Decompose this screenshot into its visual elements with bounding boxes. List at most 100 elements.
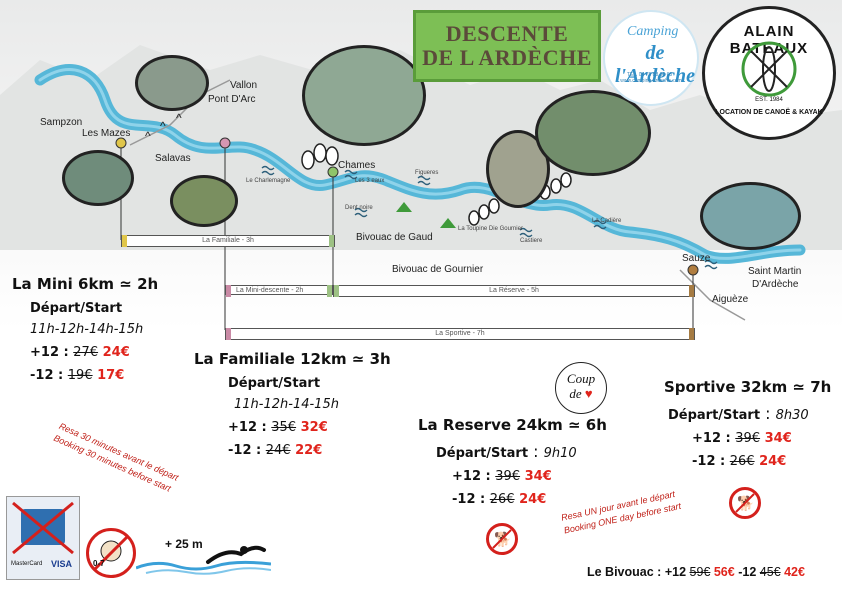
start-point-les-mazes	[115, 137, 127, 149]
reserve-child-label: -12	[452, 492, 476, 507]
photo-saint-martin	[700, 182, 801, 250]
mini-child-price: -12 : 19€ 17€	[30, 368, 125, 383]
river-highlight	[38, 68, 802, 260]
brand-est: EST. 1984	[755, 97, 783, 103]
bivouac-child-label: -12	[738, 565, 757, 579]
reserve-title: La Reserve 24km ≃ 6h	[418, 416, 607, 434]
familiale-child-new: 22€	[295, 443, 323, 458]
sportive-child-label: -12	[692, 454, 716, 469]
kayak-icon	[741, 41, 797, 97]
mini-title: La Mini 6km ≃ 2h	[12, 275, 159, 293]
card-brand1: MasterCard	[11, 561, 43, 567]
route-bar-sportive-label: La Sportive - 7h	[435, 330, 485, 337]
flow-arrows: ^^^	[145, 111, 182, 143]
photo-cathedrale	[486, 130, 550, 208]
place-toupine: La Toupine Die Gournier	[458, 226, 523, 232]
sportive-adult-price: +12 : 39€ 34€	[692, 431, 792, 446]
photo-gorges	[535, 90, 651, 176]
photo-les-mazes	[62, 150, 134, 206]
sportive-adult-old: 39€	[735, 431, 761, 446]
route-bar-familiale: La Familiale - 3h	[121, 235, 335, 247]
photo-salavas	[170, 175, 238, 227]
sportive-child-price: -12 : 26€ 24€	[692, 454, 787, 469]
sportive-child-new: 24€	[759, 454, 787, 469]
route-bar-reserve: La Réserve - 5h	[333, 285, 695, 297]
start-point-vallon	[219, 137, 231, 149]
familiale-adult-price: +12 : 35€ 32€	[228, 420, 328, 435]
title-line1: DESCENTE	[445, 21, 569, 46]
photo-vallon	[135, 55, 209, 111]
place-bivouac-gaud: Bivouac de Gaud	[356, 232, 433, 243]
camping-logo: Camping de l'Ardèche TEL. 04 75 88 06 63…	[603, 10, 699, 106]
reserve-time: 9h10	[543, 446, 577, 461]
road	[129, 79, 231, 146]
place-salavas: Salavas	[155, 153, 191, 164]
mini-times: 11h-12h-14h-15h	[30, 322, 144, 337]
title-banner: DESCENTE DE L ARDÈCHE	[413, 10, 601, 82]
sportive-time: 8h30	[775, 408, 809, 423]
svg-text:^: ^	[176, 111, 182, 125]
sportive-start-row: Départ/Start : 8h30	[668, 404, 809, 423]
route-bar-reserve-label: La Réserve - 5h	[489, 287, 539, 294]
bivouac-adult-old: 59€	[689, 565, 711, 579]
reserve-start-row: Départ/Start : 9h10	[436, 442, 577, 461]
place-dardeche: D'Ardèche	[752, 279, 799, 290]
age-limit: 0-7	[93, 559, 105, 568]
road	[679, 269, 746, 321]
offer-sportive: Sportive 32km ≃ 7h Départ/Start : 8h30 +…	[664, 378, 839, 469]
sportive-adult-label: +12	[692, 431, 721, 446]
mini-adult-new: 24€	[102, 345, 130, 360]
no-dog-icon: 🐕	[486, 523, 518, 555]
brand-tagline: LOCATION DE CANOË & KAYAK	[715, 109, 823, 116]
bivouac-child-new: 42€	[784, 565, 805, 579]
place-les-mazes: Les Mazes	[82, 128, 131, 139]
place-pont-darc: Pont D'Arc	[208, 94, 256, 105]
familiale-times: 11h-12h-14-15h	[234, 397, 339, 412]
camping-name: de l'Ardèche	[615, 42, 695, 87]
bivouac-label: Le Bivouac :	[587, 565, 662, 579]
familiale-adult-old: 35€	[271, 420, 297, 435]
bivouac-adult-label: +12	[664, 565, 687, 579]
offer-reserve: La Reserve 24km ≃ 6h Départ/Start : 9h10…	[418, 416, 618, 507]
sportive-adult-new: 34€	[764, 431, 792, 446]
familiale-child-price: -12 : 24€ 22€	[228, 443, 323, 458]
mini-child-label: -12	[30, 368, 54, 383]
place-trois-eaux: Les 3 eaux	[355, 178, 385, 184]
svg-text:^: ^	[145, 129, 151, 143]
reserve-adult-old: 39€	[495, 469, 521, 484]
camping-contact: TEL. 04 75 88 06 63 · www.camping-ardech…	[620, 72, 682, 84]
place-dent-noire: Dent noire	[345, 205, 373, 211]
offer-mini: La Mini 6km ≃ 2h Départ/Start 11h-12h-14…	[12, 275, 182, 383]
coup-line1: Coup	[566, 371, 596, 386]
coup-line2-row: de ♥	[556, 386, 606, 401]
coup-line2: de	[569, 386, 582, 401]
reserve-child-new: 24€	[519, 492, 547, 507]
rapids	[261, 165, 718, 270]
reserve-child-price: -12 : 26€ 24€	[452, 492, 547, 507]
sportive-start-label: Départ/Start	[668, 408, 761, 423]
familiale-start-label: Départ/Start	[228, 376, 321, 391]
place-aigueze: Aiguèze	[712, 294, 749, 305]
route-bar-familiale-label: La Familiale - 3h	[202, 237, 254, 244]
place-vallon: Vallon	[230, 80, 258, 91]
end-point-sauze	[687, 264, 699, 276]
reserve-adult-price: +12 : 39€ 34€	[452, 469, 552, 484]
familiale-title: La Familiale 12km ≃ 3h	[194, 350, 391, 368]
no-baby-icon: 0-7	[86, 528, 136, 578]
familiale-adult-new: 32€	[300, 420, 328, 435]
card-brand2: VISA	[51, 559, 73, 569]
place-figueres: Figueres	[415, 170, 439, 176]
mini-adult-label: +12	[30, 345, 59, 360]
place-sampzon: Sampzon	[40, 117, 83, 128]
start-point-chames	[327, 166, 339, 178]
familiale-child-label: -12	[228, 443, 252, 458]
reserve-adult-new: 34€	[524, 469, 552, 484]
no-dog-icon: 🐕	[729, 487, 761, 519]
camping-top: Camping	[627, 24, 679, 39]
place-castiere: Castiere	[520, 238, 543, 244]
coup-de-coeur-badge: Coup de ♥	[555, 362, 607, 414]
bivouac-prices: Le Bivouac : +12 59€ 56€ -12 45€ 42€	[587, 565, 805, 579]
no-card-icon: MasterCard VISA	[6, 496, 80, 580]
sportive-title: Sportive 32km ≃ 7h	[664, 378, 832, 396]
place-charlemagne: Le Charlemagne	[246, 178, 291, 184]
